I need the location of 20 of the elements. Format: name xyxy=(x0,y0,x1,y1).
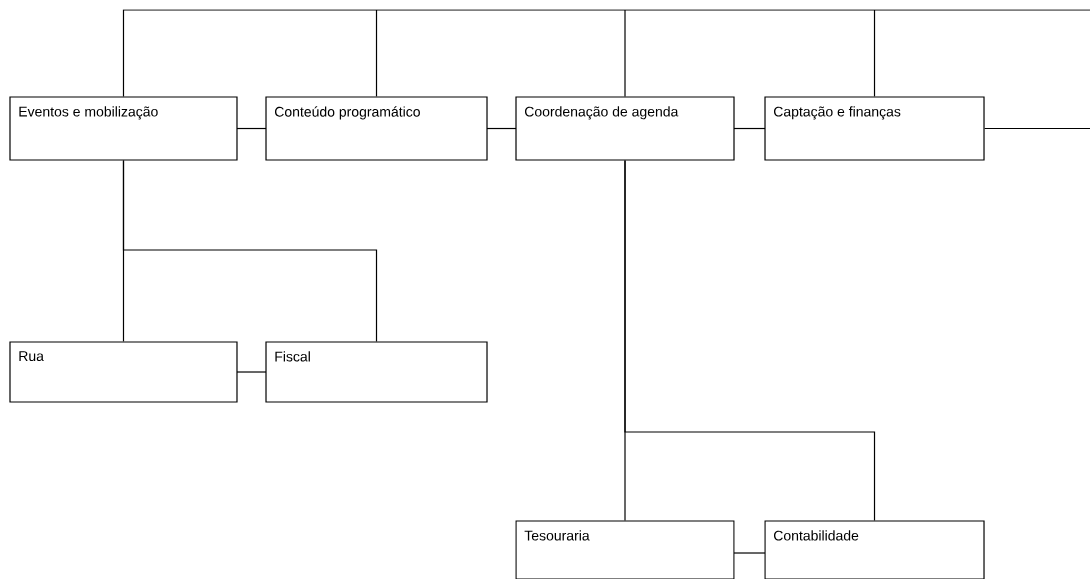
org-box: Tesouraria xyxy=(515,520,735,579)
connector-line xyxy=(733,127,766,130)
connector-line xyxy=(624,9,626,97)
connector-line xyxy=(236,127,267,130)
connector-line xyxy=(873,9,876,97)
org-box: Rua xyxy=(9,341,238,403)
connector-line xyxy=(375,9,378,97)
connector-line xyxy=(122,160,378,342)
connector-line xyxy=(122,9,1090,97)
org-box: Contabilidade xyxy=(764,520,985,579)
org-box: Captação e finanças xyxy=(764,96,985,161)
connector-line xyxy=(984,127,1090,130)
connector-line xyxy=(236,371,267,373)
org-box: Eventos e mobilização xyxy=(9,96,238,161)
connector-line xyxy=(733,552,766,554)
connector-line xyxy=(624,160,876,521)
org-box: Fiscal xyxy=(265,341,488,403)
org-box: Coordenação de agenda xyxy=(515,96,735,161)
connector-line xyxy=(486,127,517,130)
org-box: Conteúdo programático xyxy=(265,96,488,161)
